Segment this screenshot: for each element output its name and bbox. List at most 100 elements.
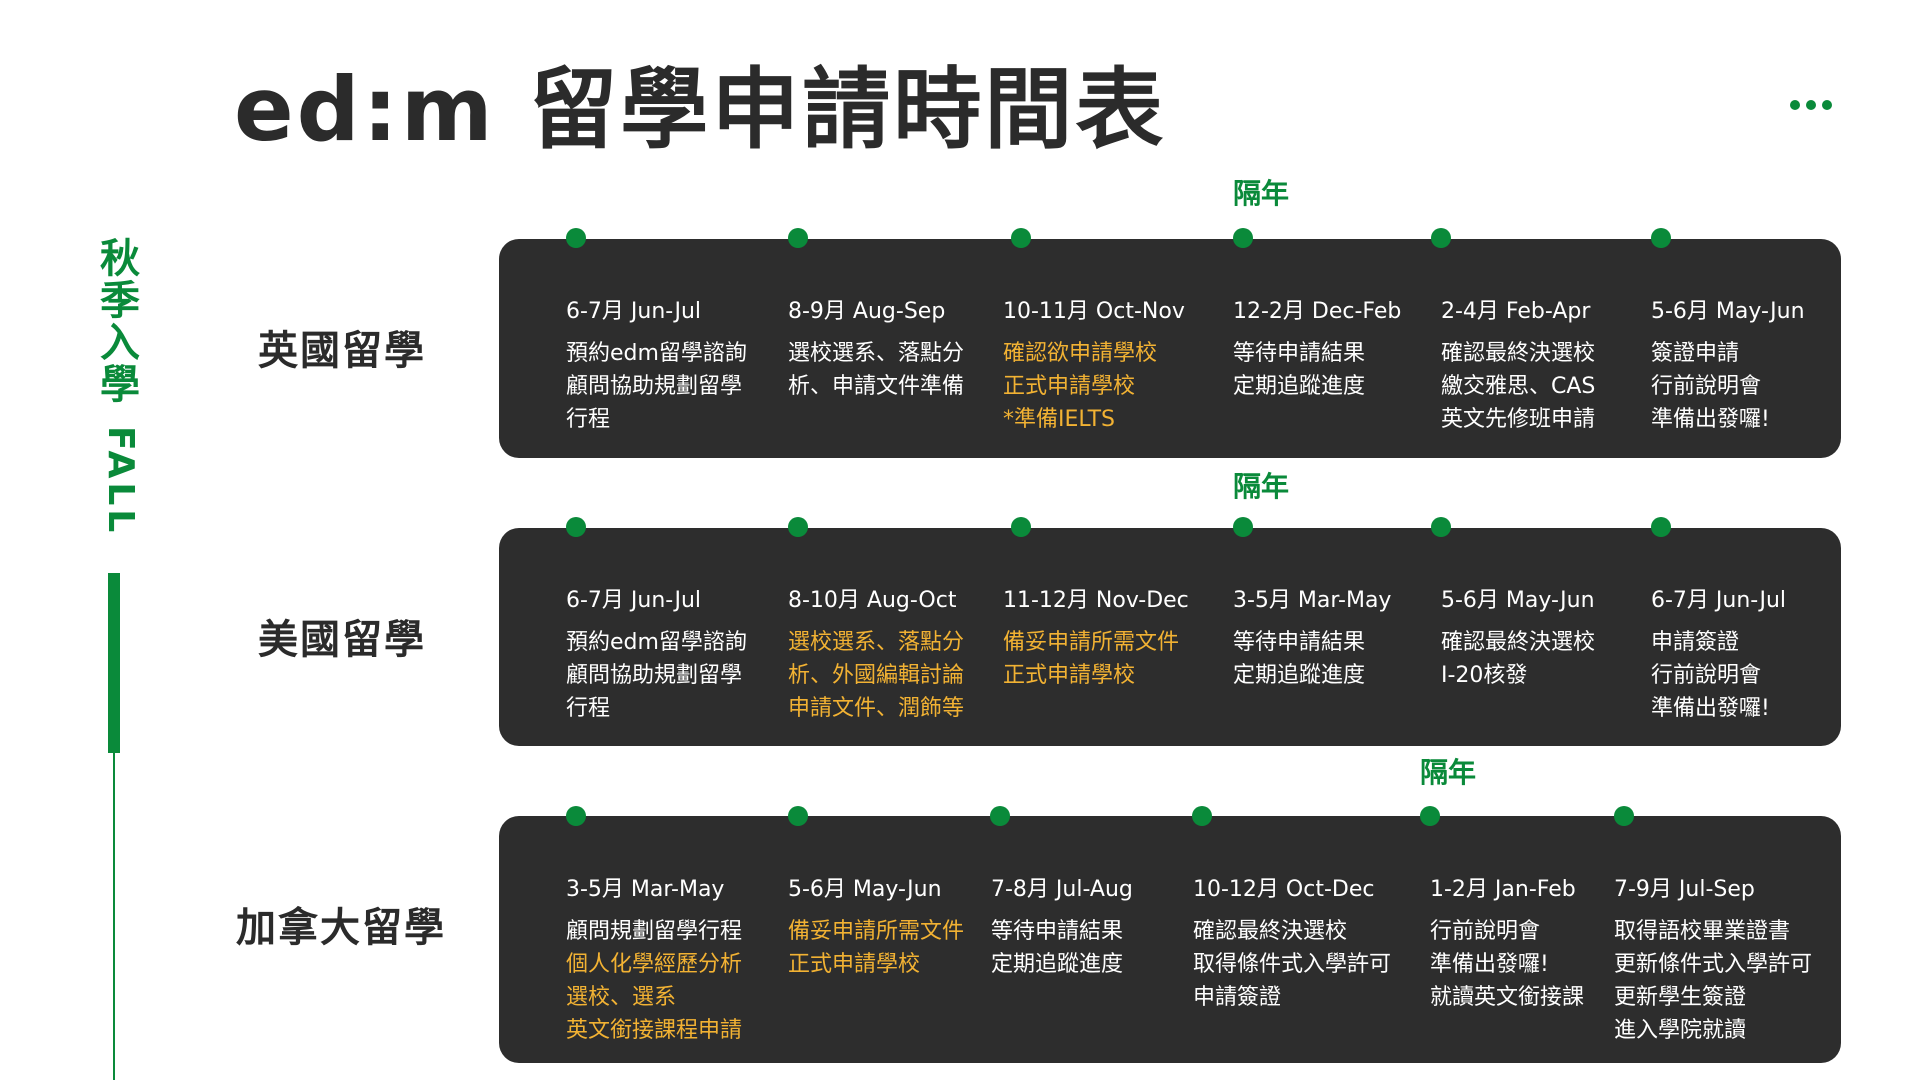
step-description-line: 繳交雅思、CAS bbox=[1441, 374, 1596, 399]
season-en: FALL bbox=[100, 426, 141, 537]
step-description-line: 準備出發囉! bbox=[1651, 696, 1770, 721]
step-date: 8-9月 Aug-Sep bbox=[788, 299, 946, 324]
step-date: 6-7月 Jun-Jul bbox=[566, 588, 702, 613]
step-date: 11-12月 Nov-Dec bbox=[1003, 588, 1189, 613]
timeline-line bbox=[113, 753, 115, 1080]
step-date: 12-2月 Dec-Feb bbox=[1233, 299, 1402, 324]
uk-step: 12-2月 Dec-Feb 等待申請結果定期追蹤進度 bbox=[1233, 293, 1401, 403]
uk-timeline-dot bbox=[788, 228, 808, 248]
step-date: 6-7月 Jun-Jul bbox=[566, 299, 702, 324]
step-description-line: 正式申請學校 bbox=[1003, 663, 1136, 688]
ca-timeline-dot bbox=[1420, 806, 1440, 826]
step-description-line: 取得條件式入學許可 bbox=[1193, 952, 1392, 977]
step-date: 3-5月 Mar-May bbox=[1233, 588, 1392, 613]
step-date: 5-6月 May-Jun bbox=[788, 877, 942, 902]
step-date: 7-8月 Jul-Aug bbox=[991, 877, 1133, 902]
step-description-line: 申請簽證 bbox=[1193, 985, 1282, 1010]
step-description-line: 預約edm留學諮詢 bbox=[566, 341, 747, 366]
step-description-line: 準備出發囉! bbox=[1430, 952, 1549, 977]
step-date: 8-10月 Aug-Oct bbox=[788, 588, 957, 613]
step-date: 5-6月 May-Jun bbox=[1651, 299, 1805, 324]
timeline-bar bbox=[108, 573, 120, 753]
season-zh: 秋季入學 bbox=[100, 236, 140, 408]
us-step: 3-5月 Mar-May 等待申請結果定期追蹤進度 bbox=[1233, 582, 1391, 692]
step-description-line: *準備IELTS bbox=[1003, 407, 1116, 432]
step-description-line: 進入學院就讀 bbox=[1614, 1018, 1747, 1043]
step-date: 1-2月 Jan-Feb bbox=[1430, 877, 1576, 902]
uk-timeline-dot bbox=[1431, 228, 1451, 248]
ca-step: 1-2月 Jan-Feb 行前說明會準備出發囉! 就讀英文銜接課 bbox=[1430, 871, 1584, 1014]
step-description-line: 顧問規劃留學行程 bbox=[566, 919, 743, 944]
step-description-line: 英文先修班申請 bbox=[1441, 407, 1596, 432]
step-description-line: 確認最終決選校 bbox=[1441, 341, 1596, 366]
page-title: ed:m 留學申請時間表 bbox=[234, 58, 1167, 161]
step-description-line: 行前說明會 bbox=[1430, 919, 1541, 944]
uk-timeline-dot bbox=[1011, 228, 1031, 248]
step-date: 6-7月 Jun-Jul bbox=[1651, 588, 1787, 613]
ca-timeline-dot bbox=[990, 806, 1010, 826]
step-description-line: 就讀英文銜接課 bbox=[1430, 985, 1585, 1010]
uk-timeline-dot bbox=[1233, 228, 1253, 248]
step-description-line: 定期追蹤進度 bbox=[1233, 374, 1366, 399]
us-label: 美國留學 bbox=[258, 617, 426, 663]
us-timeline-dot bbox=[788, 517, 808, 537]
step-description-line: 簽證申請 bbox=[1651, 341, 1740, 366]
step-description-line: 備妥申請所需文件 bbox=[1003, 630, 1180, 655]
step-description-line: 定期追蹤進度 bbox=[991, 952, 1124, 977]
step-description-line: 英文銜接課程申請 bbox=[566, 1018, 743, 1043]
step-description-line: 預約edm留學諮詢 bbox=[566, 630, 747, 655]
us-timeline-dot bbox=[1651, 517, 1671, 537]
uk-timeline-dot bbox=[566, 228, 586, 248]
step-description-line: 行前說明會 bbox=[1651, 374, 1762, 399]
ca-timeline-dot bbox=[1192, 806, 1212, 826]
step-date: 3-5月 Mar-May bbox=[566, 877, 725, 902]
step-description-line: 申請文件、潤飾等 bbox=[788, 696, 965, 721]
uk-timeline-card bbox=[499, 239, 1841, 458]
step-description-line: 正式申請學校 bbox=[1003, 374, 1136, 399]
ca-next-year-label: 隔年 bbox=[1420, 756, 1477, 789]
step-description-line: 定期追蹤進度 bbox=[1233, 663, 1366, 688]
uk-label: 英國留學 bbox=[258, 328, 426, 374]
step-description-line: 選校、選系 bbox=[566, 985, 677, 1010]
step-date: 7-9月 Jul-Sep bbox=[1614, 877, 1755, 902]
uk-next-year-label: 隔年 bbox=[1233, 177, 1290, 210]
ca-timeline-card bbox=[499, 816, 1841, 1063]
us-step: 11-12月 Nov-Dec 備妥申請所需文件正式申請學校 bbox=[1003, 582, 1189, 692]
step-description-line: 選校選系、落點分 bbox=[788, 630, 965, 655]
ca-label: 加拿大留學 bbox=[236, 905, 446, 951]
us-timeline-dot bbox=[1233, 517, 1253, 537]
season-label: 秋季入學 FALL bbox=[100, 236, 141, 537]
step-description-line: 選校選系、落點分 bbox=[788, 341, 965, 366]
step-description-line: 行前說明會 bbox=[1651, 663, 1762, 688]
uk-step: 8-9月 Aug-Sep 選校選系、落點分析、申請文件準備 bbox=[788, 293, 964, 403]
step-description-line: 行程 bbox=[566, 407, 611, 432]
step-date: 2-4月 Feb-Apr bbox=[1441, 299, 1591, 324]
us-timeline-card bbox=[499, 528, 1841, 746]
uk-timeline-dot bbox=[1651, 228, 1671, 248]
ca-timeline-dot bbox=[1614, 806, 1634, 826]
more-options-icon[interactable] bbox=[1790, 100, 1832, 110]
step-description-line: 顧問協助規劃留學 bbox=[566, 663, 743, 688]
step-description-line: 等待申請結果 bbox=[1233, 341, 1366, 366]
ca-timeline-dot bbox=[788, 806, 808, 826]
step-date: 10-11月 Oct-Nov bbox=[1003, 299, 1185, 324]
step-description-line: 更新學生簽證 bbox=[1614, 985, 1747, 1010]
step-description-line: I-20核發 bbox=[1441, 663, 1528, 688]
step-description-line: 個人化學經歷分析 bbox=[566, 952, 743, 977]
step-description-line: 析、申請文件準備 bbox=[788, 374, 965, 399]
step-description-line: 等待申請結果 bbox=[1233, 630, 1366, 655]
ca-timeline-dot bbox=[566, 806, 586, 826]
step-description-line: 行程 bbox=[566, 696, 611, 721]
ca-step: 3-5月 Mar-May 顧問規劃留學行程個人化學經歷分析選校、選系英文銜接課程申… bbox=[566, 871, 742, 1047]
step-date: 5-6月 May-Jun bbox=[1441, 588, 1595, 613]
us-timeline-dot bbox=[1011, 517, 1031, 537]
